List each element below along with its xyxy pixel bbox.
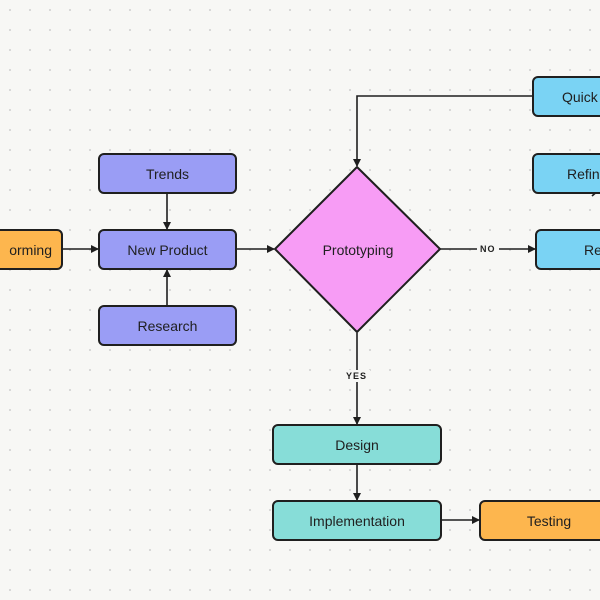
trends-label: Trends — [145, 165, 190, 182]
research-label: Research — [137, 317, 198, 334]
design-label: Design — [335, 436, 379, 453]
new-product-node[interactable]: New Product — [98, 229, 237, 270]
refine-node[interactable]: Refine — [532, 153, 600, 194]
prototyping-label: Prototyping — [322, 242, 394, 258]
prototyping-diamond — [274, 166, 441, 333]
yes-edge-label: YES — [343, 370, 371, 382]
testing-node[interactable]: Testing — [479, 500, 600, 541]
brainstorming-label: orming — [9, 241, 52, 258]
no-edge-label: NO — [477, 243, 499, 255]
research-node[interactable]: Research — [98, 305, 237, 346]
trends-node[interactable]: Trends — [98, 153, 237, 194]
quick-label: Quick — [562, 88, 598, 105]
edge-quick-to-prototyping — [353, 95, 532, 167]
review-node[interactable]: Rev — [535, 229, 600, 270]
testing-label: Testing — [526, 512, 572, 529]
implementation-node[interactable]: Implementation — [272, 500, 442, 541]
implementation-label: Implementation — [309, 512, 405, 529]
review-label: Rev — [584, 241, 600, 258]
refine-label: Refine — [567, 165, 600, 182]
design-node[interactable]: Design — [272, 424, 442, 465]
quick-node[interactable]: Quick — [532, 76, 600, 117]
new-product-label: New Product — [127, 241, 208, 258]
brainstorming-node[interactable]: orming — [0, 229, 63, 270]
